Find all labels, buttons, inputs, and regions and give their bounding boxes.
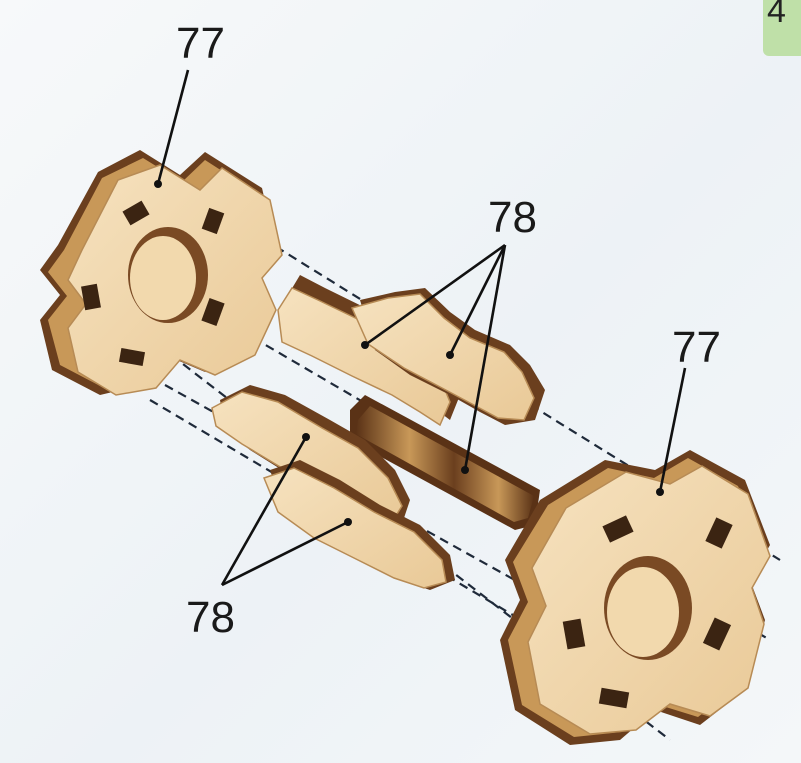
label-bars-bottom: 78 (186, 593, 235, 642)
label-bars-top: 78 (488, 193, 537, 242)
leader-dot (656, 488, 664, 496)
gear-hole-inner (130, 236, 196, 320)
leader-dot (446, 351, 454, 359)
leader-dot (361, 341, 369, 349)
label-gear-top-left: 77 (176, 19, 225, 68)
leader-dot (461, 466, 469, 474)
gear-top-left (40, 150, 282, 395)
label-gear-bottom-right: 77 (672, 323, 721, 372)
gear-bottom-right (500, 450, 770, 745)
leader-dot (302, 433, 310, 441)
leader-dot (154, 180, 162, 188)
leader-line (158, 70, 188, 184)
gear-hole-inner (607, 567, 679, 657)
leader-dot (344, 518, 352, 526)
